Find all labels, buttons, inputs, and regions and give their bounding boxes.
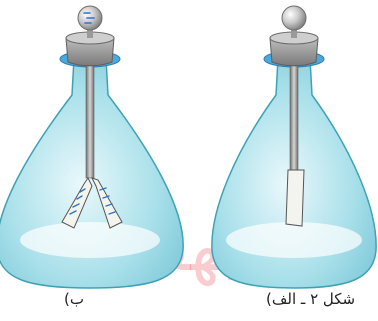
electroscope-uncharged xyxy=(211,5,377,289)
leaves-hanging xyxy=(285,169,305,227)
stopper-left xyxy=(65,37,115,67)
leaf-left-a xyxy=(61,177,93,229)
leaf-right-a xyxy=(91,177,123,229)
caption-figure-2-alef: شکل ۲ ـ الف) xyxy=(266,290,356,308)
knob-uncharged xyxy=(281,5,307,31)
flask-base-reflection-left xyxy=(20,222,160,258)
rod-left xyxy=(85,65,95,179)
flask-base-reflection-right xyxy=(226,222,362,258)
negative-charge-sign xyxy=(83,12,95,24)
rod-right xyxy=(289,65,299,179)
electroscope-charged xyxy=(0,5,184,289)
caption-b: ب) xyxy=(64,290,84,308)
stopper-right xyxy=(269,37,319,67)
